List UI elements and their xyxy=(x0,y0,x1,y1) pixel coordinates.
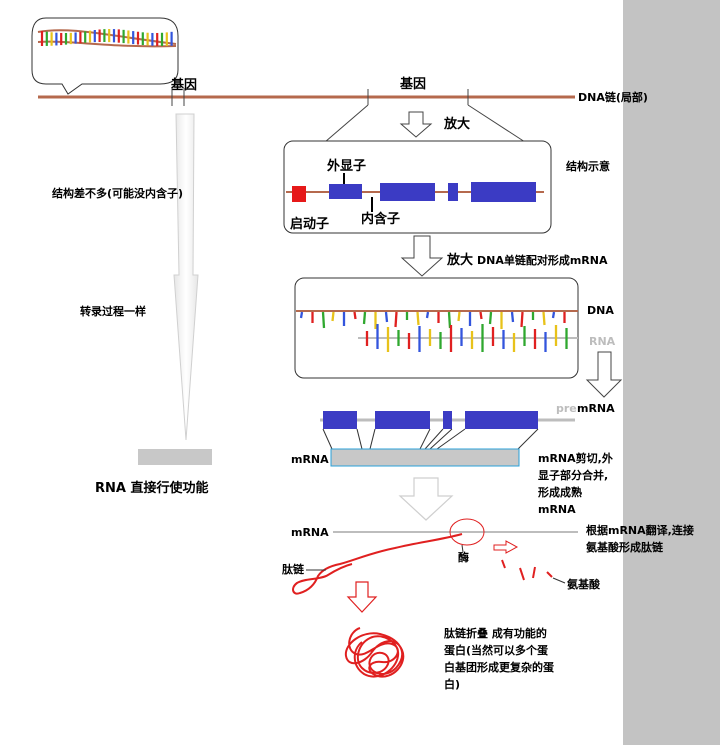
dna-base xyxy=(520,311,524,328)
dna-base xyxy=(551,311,556,319)
exon-block-2 xyxy=(380,183,435,201)
dna-base xyxy=(321,311,326,329)
transcription-funnel xyxy=(173,113,199,441)
same-transcription-label: 转录过程一样 xyxy=(80,305,146,318)
bubble-strand-bottom xyxy=(37,40,177,48)
dna-base xyxy=(488,311,493,325)
dna-base xyxy=(457,311,461,322)
exon-block-1 xyxy=(329,184,362,199)
dna-base xyxy=(425,311,430,319)
dna-base xyxy=(299,311,304,319)
ribosome-enzyme xyxy=(449,518,485,546)
dna-base xyxy=(542,311,546,326)
pre-label: pre xyxy=(556,402,577,415)
amino-acid-label: 氨基酸 xyxy=(567,578,600,591)
zoom-line-right xyxy=(467,104,526,143)
dna-base xyxy=(394,311,398,328)
pre-mrna-arrow xyxy=(585,351,623,398)
dna-base xyxy=(353,311,357,320)
mature-mrna-arrow xyxy=(398,477,454,521)
amino-acid-arrow xyxy=(493,540,519,554)
dna-single-strand-label: DNA单链配对形成mRNA xyxy=(477,254,608,267)
dna-pairing-box xyxy=(294,277,579,379)
splice-note: mRNA剪切,外显子部分合并,形成成熟mRNA xyxy=(538,452,613,516)
dna-base xyxy=(362,311,367,325)
similar-structure-label: 结构差不多(可能没内含子) xyxy=(52,187,184,200)
pre-mrna-exon-4 xyxy=(465,411,538,429)
dna-base xyxy=(479,311,483,320)
dna-label: DNA xyxy=(587,304,614,317)
splice-lines xyxy=(322,428,539,450)
free-amino-acids xyxy=(501,559,553,581)
amino-acid-pointer xyxy=(552,577,566,584)
fold-note: 肽链折叠 成有功能的蛋白(当然可以多个蛋白基团形成更复杂的蛋白) xyxy=(444,627,554,691)
exon-label: 外显子 xyxy=(327,159,367,174)
enlarge-arrow-1 xyxy=(399,111,433,138)
peptide-chain xyxy=(292,533,463,595)
promoter-block xyxy=(292,186,306,202)
promoter-label: 启动子 xyxy=(290,217,330,232)
enzyme-pointer xyxy=(461,544,464,553)
zoom-line-left xyxy=(324,104,369,143)
rna-bar xyxy=(138,449,212,465)
pre-mrna-exon-3 xyxy=(443,411,452,429)
mrna-line-label: mRNA xyxy=(291,526,329,539)
mature-mrna-bar xyxy=(330,448,520,467)
right-gray-panel xyxy=(623,0,720,745)
dna-base xyxy=(331,311,335,322)
translate-note: 根据mRNA翻译,连接氨基酸形成肽链 xyxy=(586,524,694,554)
enlarge-label-2: 放大 xyxy=(447,253,474,268)
pairing-bases xyxy=(299,311,568,352)
structure-label: 结构示意 xyxy=(566,160,610,173)
enlarge-label-1: 放大 xyxy=(444,117,471,132)
pre-mrna-label: mRNA xyxy=(577,402,615,415)
exon-block-3 xyxy=(448,183,458,201)
rna-function-label: RNA 直接行使功能 xyxy=(95,481,209,496)
dna-base xyxy=(510,311,515,323)
mrna-box-label: mRNA xyxy=(291,453,329,466)
bubble-dna-helix xyxy=(37,29,177,48)
pre-mrna-exon-2 xyxy=(375,411,430,429)
peptide-label: 肽链 xyxy=(282,563,304,576)
folded-protein xyxy=(344,627,405,678)
dna-zoom-bubble xyxy=(31,17,179,95)
dna-base xyxy=(447,311,452,329)
gene-right-label: 基因 xyxy=(400,77,427,92)
dna-base xyxy=(416,311,420,326)
intron-label: 内含子 xyxy=(361,212,401,227)
pre-mrna-exon-1 xyxy=(323,411,357,429)
exon-block-4 xyxy=(471,182,536,202)
dna-base xyxy=(384,311,389,323)
gene-left-label: 基因 xyxy=(171,78,198,93)
dna-chain-label: DNA链(局部) xyxy=(578,91,648,104)
peptide-fold-arrow xyxy=(346,581,378,613)
enlarge-arrow-2 xyxy=(400,235,444,277)
rna-label: RNA xyxy=(589,335,616,348)
enzyme-label: 酶 xyxy=(458,551,469,564)
